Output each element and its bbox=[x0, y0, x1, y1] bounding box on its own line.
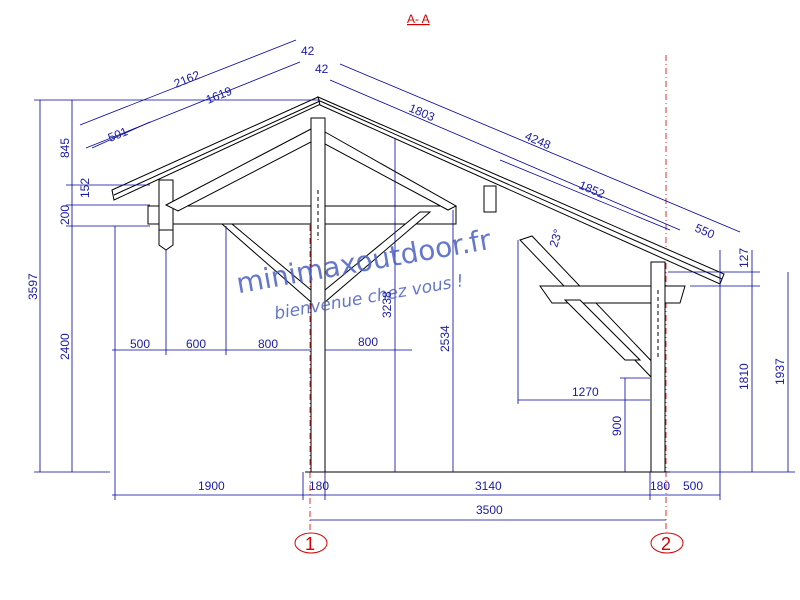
dim-4248: 4248 bbox=[523, 129, 553, 152]
dim-800-right: 800 bbox=[358, 335, 378, 349]
dim-600: 600 bbox=[186, 337, 206, 351]
dim-550: 550 bbox=[693, 221, 717, 242]
dim-180-left: 180 bbox=[309, 479, 329, 493]
dim-line-1803 bbox=[329, 79, 681, 231]
dim-500-left: 500 bbox=[130, 337, 150, 351]
lower-right-brace bbox=[324, 211, 432, 304]
dim-501: 501 bbox=[106, 124, 130, 145]
dim-3140: 3140 bbox=[475, 479, 502, 493]
dim-152: 152 bbox=[78, 178, 92, 198]
dim-127: 127 bbox=[737, 248, 751, 268]
left-strut bbox=[164, 128, 312, 212]
timber-structure bbox=[111, 96, 725, 473]
right-strut bbox=[324, 131, 458, 211]
dim-1900: 1900 bbox=[198, 479, 225, 493]
dim-845: 845 bbox=[58, 138, 72, 158]
right-beam bbox=[539, 285, 686, 304]
dim-3238: 3238 bbox=[380, 291, 394, 318]
dim-line-1852 bbox=[499, 159, 671, 231]
dim-42-second: 42 bbox=[315, 62, 329, 76]
dim-1803: 1803 bbox=[407, 101, 437, 124]
dim-200: 200 bbox=[58, 205, 72, 225]
dim-800-left: 800 bbox=[258, 337, 278, 351]
dim-line-2162 bbox=[79, 39, 297, 126]
section-title: A- A bbox=[407, 12, 430, 26]
tie-beam bbox=[147, 205, 457, 225]
dim-2162: 2162 bbox=[172, 68, 202, 91]
left-pendant bbox=[158, 229, 174, 251]
right-bracket bbox=[563, 299, 642, 361]
dimension-labels: 2162 1619 501 42 42 1803 4248 1852 550 2… bbox=[26, 44, 787, 517]
dim-2534: 2534 bbox=[438, 325, 452, 352]
dim-1619: 1619 bbox=[204, 84, 234, 107]
dim-angle: 23° bbox=[546, 227, 565, 249]
dim-42-top: 42 bbox=[301, 44, 315, 58]
axis-label-1: 1 bbox=[305, 534, 315, 554]
axis-bubble-1 bbox=[294, 532, 328, 554]
dim-line-501 bbox=[91, 121, 151, 149]
axis-bubble-2 bbox=[650, 532, 684, 554]
dimension-lines bbox=[34, 39, 795, 521]
left-roof-line bbox=[113, 100, 321, 196]
right-roof-line bbox=[319, 100, 723, 280]
axis-label-2: 2 bbox=[661, 534, 671, 554]
dim-900: 900 bbox=[610, 416, 624, 436]
dim-2400: 2400 bbox=[58, 333, 72, 360]
watermark: minimaxoutdoor.fr bienvenue chez vous ! bbox=[234, 223, 494, 324]
dim-180-right: 180 bbox=[650, 479, 670, 493]
dim-3500: 3500 bbox=[476, 503, 503, 517]
dim-500-bottom: 500 bbox=[683, 479, 703, 493]
dim-3597: 3597 bbox=[26, 273, 40, 300]
dim-1810: 1810 bbox=[737, 363, 751, 390]
dim-1937: 1937 bbox=[773, 358, 787, 385]
dim-1270: 1270 bbox=[572, 385, 599, 399]
dim-line-4248 bbox=[339, 63, 741, 233]
lower-left-brace bbox=[220, 223, 312, 304]
right-purlin-block bbox=[483, 185, 497, 213]
dim-line-1619 bbox=[85, 61, 301, 149]
